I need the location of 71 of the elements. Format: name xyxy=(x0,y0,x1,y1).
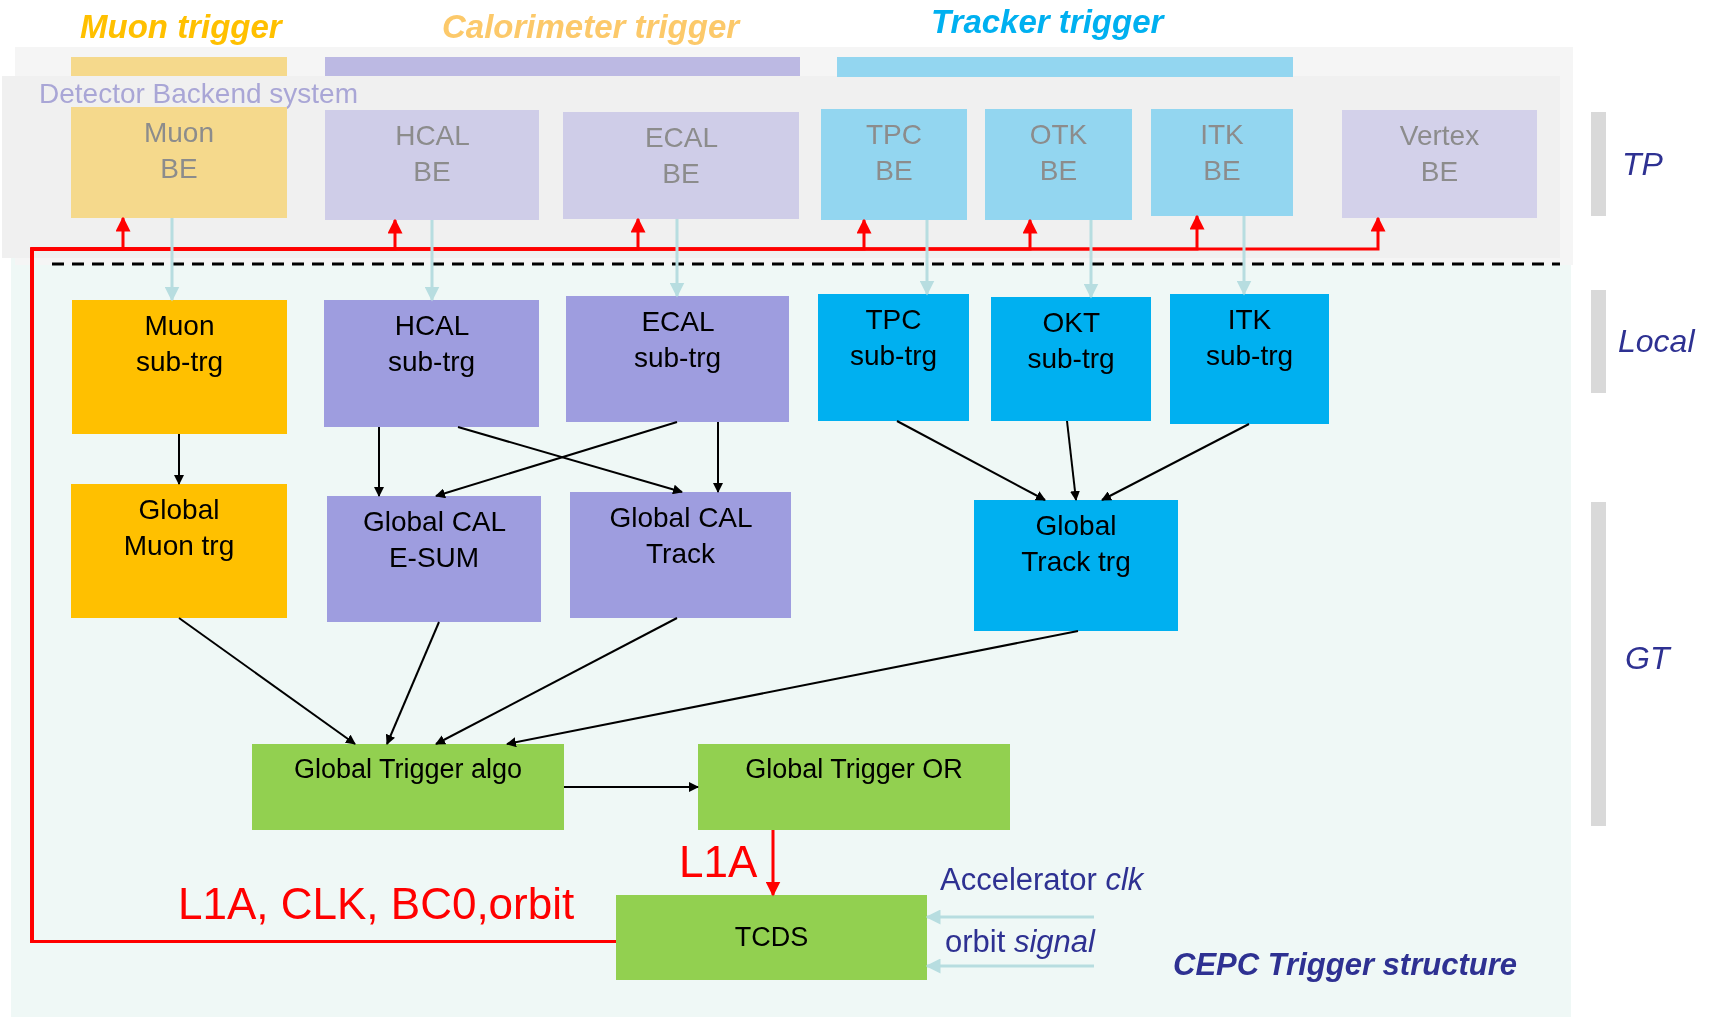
backend-band xyxy=(2,76,1560,258)
box-label: Global Trigger algo xyxy=(293,753,523,786)
process-box xyxy=(821,109,967,220)
process-box xyxy=(325,110,539,220)
process-box xyxy=(570,492,791,618)
arrow xyxy=(164,218,180,302)
arrow xyxy=(669,219,685,298)
arrow xyxy=(1066,420,1080,501)
section-label: Local xyxy=(1618,323,1695,360)
section-label: TP xyxy=(1622,146,1663,183)
box-label: Vertex BE xyxy=(1399,119,1480,190)
process-box xyxy=(698,744,1010,830)
band-title: Detector Backend system xyxy=(39,78,359,110)
arrow xyxy=(765,830,781,897)
arrow xyxy=(178,617,356,745)
box-label: Global Muon trg xyxy=(122,493,236,564)
arrow xyxy=(1236,216,1252,296)
box-label: TPC sub-trg xyxy=(849,303,938,374)
process-box xyxy=(563,112,799,219)
arrow xyxy=(424,220,440,302)
group-heading: Calorimeter trigger xyxy=(442,8,740,46)
box-label: ITK BE xyxy=(1200,118,1244,189)
arrow xyxy=(1101,423,1250,501)
process-box xyxy=(72,300,287,434)
box-label: Muon sub-trg xyxy=(135,309,224,380)
group-heading: Tracker trigger xyxy=(931,3,1164,41)
box-label: Global Trigger OR xyxy=(745,753,963,786)
box-label: ITK sub-trg xyxy=(1205,303,1294,374)
arrow xyxy=(435,617,678,745)
box-label: OKT sub-trg xyxy=(1027,306,1115,377)
arrow xyxy=(896,420,1046,501)
box-label: Muon BE xyxy=(143,116,214,187)
arrow xyxy=(435,421,678,499)
process-box xyxy=(985,109,1132,220)
group-heading: Muon trigger xyxy=(80,8,282,46)
arrow xyxy=(713,421,723,493)
box-label: Global Track trg xyxy=(1020,509,1132,580)
arrow xyxy=(506,630,1079,748)
section-label: GT xyxy=(1625,640,1670,677)
box-label: HCAL BE xyxy=(395,119,469,190)
box-label: TPC BE xyxy=(866,118,922,189)
process-box xyxy=(991,297,1151,421)
box-label: ECAL BE xyxy=(644,121,718,192)
arrow xyxy=(174,433,184,485)
process-box xyxy=(1170,294,1329,424)
process-box xyxy=(324,300,539,427)
box-label: OTK BE xyxy=(1029,118,1088,189)
box-label: TCDS xyxy=(734,920,809,954)
process-box xyxy=(616,895,927,980)
arrow xyxy=(374,426,384,497)
arrow xyxy=(385,621,440,745)
arrow xyxy=(925,909,1094,925)
process-box xyxy=(71,107,287,218)
box-label: Global CAL E-SUM xyxy=(361,505,507,576)
process-box xyxy=(1151,109,1293,216)
process-box xyxy=(974,500,1178,631)
arrow xyxy=(919,220,935,296)
arrow xyxy=(1083,220,1099,299)
arrow xyxy=(457,426,683,495)
box-label: HCAL sub-trg xyxy=(387,309,476,380)
arrow xyxy=(925,958,1094,974)
box-label: Global CAL Track xyxy=(608,501,753,572)
arrow xyxy=(563,782,699,792)
process-box xyxy=(71,484,287,618)
process-box xyxy=(327,496,541,622)
process-box xyxy=(1342,110,1537,218)
process-box xyxy=(818,294,969,421)
process-box xyxy=(566,296,789,422)
caption: CEPC Trigger structure xyxy=(1173,947,1517,983)
process-box xyxy=(252,744,564,830)
box-label: ECAL sub-trg xyxy=(633,305,722,376)
